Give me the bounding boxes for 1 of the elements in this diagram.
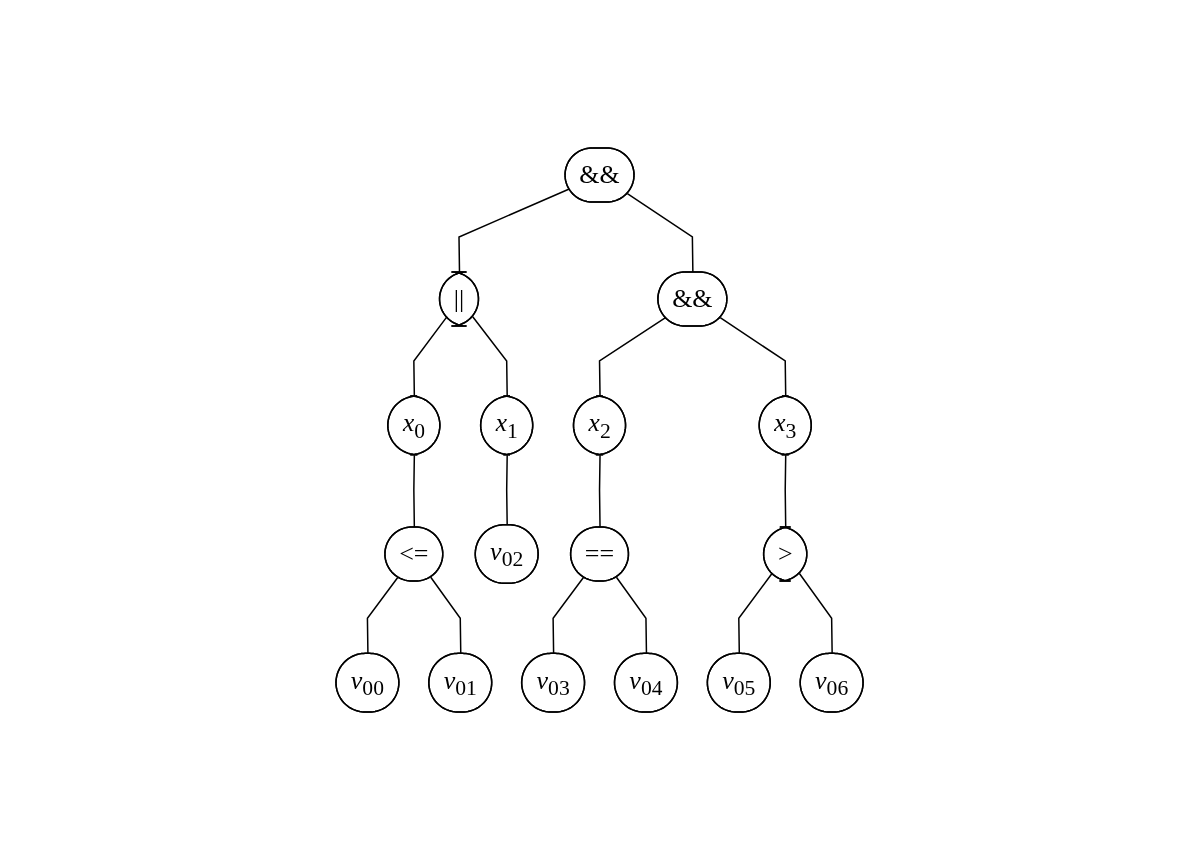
connector bbox=[627, 192, 695, 273]
